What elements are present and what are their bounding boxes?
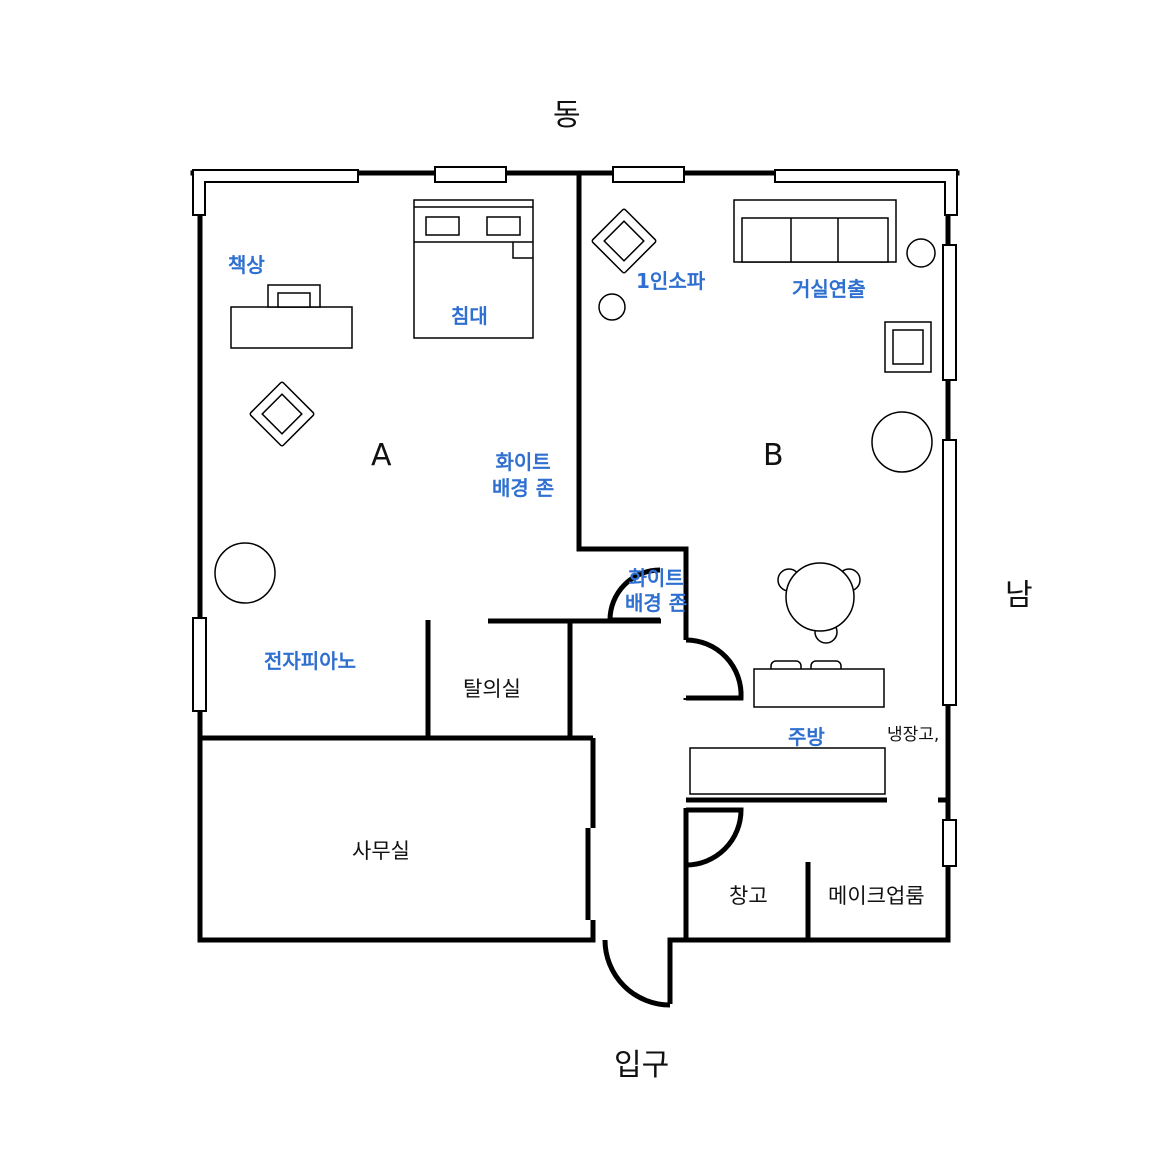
round-table-icon (871, 411, 933, 473)
dressing-room-label: 탈의실 (463, 677, 521, 701)
living-label: 거실연출 (792, 277, 866, 301)
makeup-room-label: 메이크업룸 (828, 884, 925, 908)
kitchen-counter-icon (689, 747, 886, 795)
entrance-label: 입구 (614, 1048, 670, 1083)
white-zone-label-2-line2: 배경 존 (625, 591, 688, 615)
room-a-label: A (371, 438, 392, 473)
room-b-label: B (763, 438, 784, 473)
white-zone-label-1: 화이트 배경 존 (492, 449, 554, 501)
sofa-icon (733, 199, 897, 263)
compass-south-label: 남 (1005, 578, 1033, 613)
desk-label: 책상 (228, 253, 265, 277)
dining-table-icon (777, 562, 861, 644)
kitchen-label: 주방 (788, 725, 825, 749)
side-table-icon (598, 293, 626, 321)
armchair-label: 1인소파 (636, 269, 706, 293)
piano-label: 전자피아노 (264, 649, 356, 673)
lamp-table-icon (906, 238, 936, 268)
white-zone-label-1-line1: 화이트 (495, 450, 551, 474)
bed-label: 침대 (451, 304, 488, 328)
white-zone-label-2: 화이트 배경 존 (625, 566, 687, 616)
armchair-icon-b (591, 208, 657, 274)
single-chair-icon (884, 321, 932, 373)
door-swings (602, 567, 744, 1008)
armchair-icon-a (249, 381, 315, 447)
compass-east-label: 동 (553, 98, 581, 133)
fridge-label: 냉장고, (887, 725, 940, 745)
piano-stool-icon (214, 542, 276, 604)
office-label: 사무실 (352, 839, 410, 863)
storage-label: 창고 (729, 884, 768, 908)
windows (192, 166, 958, 867)
white-zone-label-1-line2: 배경 존 (492, 476, 555, 500)
stove-icon (753, 660, 885, 708)
bed-icon (413, 199, 534, 339)
white-zone-label-2-line1: 화이트 (628, 566, 684, 590)
desk-icon (230, 284, 353, 349)
